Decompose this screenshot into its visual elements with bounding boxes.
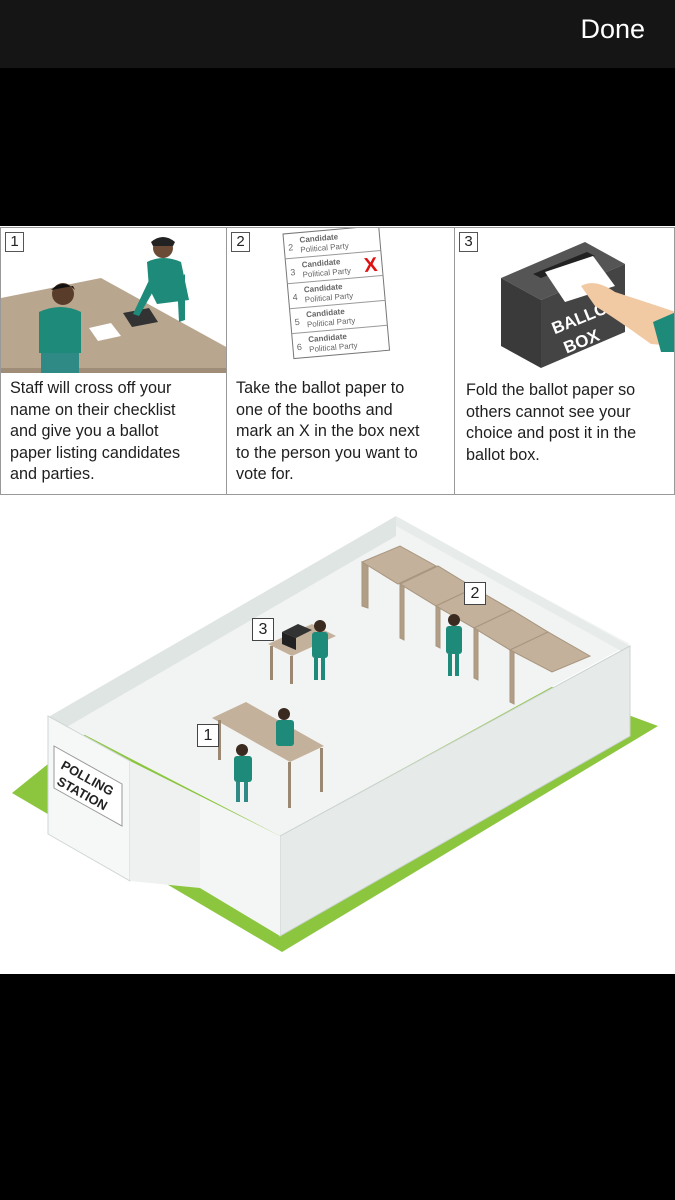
step-number: 2 — [231, 232, 250, 252]
ballot-row-number: 3 — [290, 267, 296, 277]
step-caption: Staff will cross off your name on their … — [10, 378, 220, 486]
map-label-3: 3 — [252, 618, 274, 641]
ballot-row-number: 6 — [296, 342, 302, 352]
top-bar: Done — [0, 0, 675, 68]
done-button[interactable]: Done — [580, 12, 645, 46]
ballot-row-number: 4 — [292, 292, 298, 302]
steps-strip: 1 Staff will cross off your — [0, 226, 675, 496]
step-panel-3: 3 BALLOT BOX Fold the ballot paper so ot… — [454, 227, 675, 495]
x-mark: X — [363, 254, 379, 277]
step-caption: Take the ballot paper to one of the boot… — [236, 378, 448, 486]
ballot-row-number: 2 — [288, 242, 294, 252]
ballot-paper-illustration: 2 Candidate Political Party 3 Candidate … — [227, 228, 455, 378]
step-panel-2: 2 2 Candidate Political Party 3 Candidat… — [226, 227, 455, 495]
step-panel-1: 1 Staff will cross off your — [0, 227, 227, 495]
ballot-box-illustration: BALLOT BOX — [455, 228, 675, 378]
step-caption: Fold the ballot paper so others cannot s… — [466, 380, 668, 466]
polling-station-illustration: POLLING STATION — [0, 496, 675, 974]
step-number: 1 — [5, 232, 24, 252]
staff-desk-illustration — [1, 228, 227, 378]
step-number: 3 — [459, 232, 478, 252]
bottom-letterbox — [0, 974, 675, 1200]
map-label-1: 1 — [197, 724, 219, 747]
map-label-2: 2 — [464, 582, 486, 605]
image-viewer: 1 Staff will cross off your — [0, 226, 675, 974]
polling-station-map: POLLING STATION — [0, 496, 675, 974]
ballot-row-number: 5 — [294, 317, 300, 327]
